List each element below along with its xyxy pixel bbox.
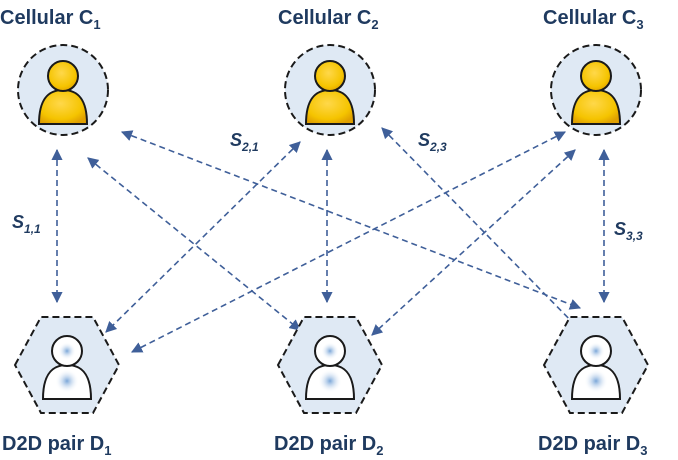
cellular-node-3	[550, 44, 642, 136]
d2d-label-3: D2D pair D3	[538, 433, 647, 458]
d2d-user-icon	[570, 335, 622, 400]
d2d-label-1: D2D pair D1	[2, 433, 111, 458]
cellular-label-3: Cellular C3	[543, 7, 644, 32]
cellular-node-2	[284, 44, 376, 136]
link-c1-d2	[87, 157, 301, 331]
cellular-user-icon	[304, 60, 356, 125]
cellular-user-icon	[570, 60, 622, 125]
label-s21: S2,1	[230, 130, 259, 154]
link-c1-d3	[120, 130, 582, 310]
d2d-label-2: D2D pair D2	[274, 433, 383, 458]
label-s23: S2,3	[418, 130, 447, 154]
cellular-node-1	[17, 44, 109, 136]
label-s11: S1,1	[12, 212, 41, 236]
d2d-user-icon	[41, 335, 93, 400]
d2d-node-2	[276, 316, 384, 414]
cellular-label-2: Cellular C2	[278, 7, 379, 32]
node-labels: Cellular C1 Cellular C2 Cellular C3 D2D …	[0, 7, 647, 458]
cellular-user-icon	[37, 60, 89, 125]
link-c2-d1	[105, 141, 301, 333]
label-s33: S3,3	[614, 219, 643, 243]
d2d-user-icon	[304, 335, 356, 400]
link-c3-d2	[371, 149, 576, 336]
d2d-node-3	[542, 316, 650, 414]
links	[51, 127, 610, 353]
cellular-label-1: Cellular C1	[0, 7, 101, 32]
d2d-node-1	[13, 316, 121, 414]
link-labels: S1,1 S2,1 S2,3 S3,3	[12, 130, 643, 243]
